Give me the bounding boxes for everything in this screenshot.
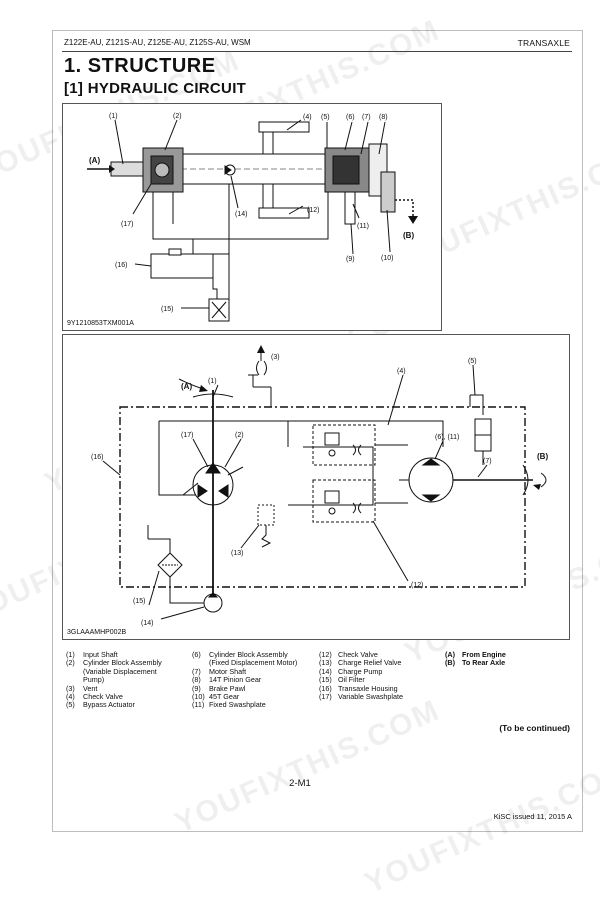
legend-item: (1)Input Shaft [66,650,118,659]
continued-note: (To be continued) [499,723,570,733]
fig2-label-b: (B) [537,452,548,461]
legend-col-4: (A)From Engine (B)To Rear Axle [445,650,506,668]
fig2-label-4: (4) [397,368,406,375]
legend-item: (3)Vent [66,683,98,693]
legend-item: (B)To Rear Axle [445,658,506,668]
fig1-label-4: (4) [303,114,312,121]
fig2-label-a: (A) [181,382,192,391]
header-rule [62,51,572,52]
page-number: 2-M1 [289,778,311,789]
fig1-label-8: (8) [379,114,388,121]
fig2-label-15: (15) [133,598,145,605]
fig1-label-11: (11) [357,223,369,230]
legend-item: (2)Cylinder Block Assembly (Variable Dis… [66,658,162,685]
figure-hydraulic-schematic-drawing: (1) (A) (3) (4) (5) (17) (2) (6), (11) (… [91,345,548,627]
fig2-label-13: (13) [231,550,243,557]
issued-note: KiSC issued 11, 2015 A [493,812,572,821]
fig2-label-7: (7) [483,458,492,465]
fig1-label-7: (7) [362,114,371,121]
fig1-label-15: (15) [161,306,173,313]
fig2-label-16: (16) [91,454,103,461]
legend-col-3: (12)Check Valve (13)Charge Relief Valve … [319,650,403,702]
figure1-code: 9Y1210853TXM001A [67,320,134,327]
fig2-label-12: (12) [411,582,423,589]
legend-item: (14)Charge Pump [319,666,383,676]
legend-item: (10)45T Gear [192,692,240,702]
fig1-label-10: (10) [381,255,393,262]
page-subtitle: [1] HYDRAULIC CIRCUIT [64,80,247,97]
fig2-label-6-11: (6), (11) [435,434,459,441]
legend-item: (9)Brake Pawl [192,683,246,693]
fig2-label-14: (14) [141,620,153,627]
fig2-label-17: (17) [181,432,193,439]
header-section: TRANSAXLE [517,38,570,48]
fig1-label-2: (2) [173,113,182,120]
legend-item: (12)Check Valve [319,650,378,659]
figure-hydraulic-schematic: (1) (A) (3) (4) (5) (17) (2) (6), (11) (… [62,334,570,640]
header-models: Z122E-AU, Z121S-AU, Z125E-AU, Z125S-AU, … [64,38,251,47]
fig1-label-14: (14) [235,211,247,218]
fig1-label-12: (12) [307,207,319,214]
fig2-label-1: (1) [208,378,217,385]
legend-item: (5)Bypass Actuator [66,700,135,710]
fig1-label-1: (1) [109,113,118,120]
legend-col-2: (6)Cylinder Block Assembly (Fixed Displa… [192,650,298,710]
legend-item: (15)Oil Filter [319,675,365,685]
fig2-label-2: (2) [235,432,244,439]
legend-item: (6)Cylinder Block Assembly (Fixed Displa… [192,650,298,668]
legend-item: (A)From Engine [445,650,506,659]
legend-item: (4)Check Valve [66,692,123,702]
legend-item: (13)Charge Relief Valve [319,658,402,668]
figure-hydraulic-section: (1) (2) (4) (5) (6) (7) (8) (A) (17) (14… [62,103,442,331]
legend-item: (8)14T Pinion Gear [192,675,262,685]
fig2-label-5: (5) [468,358,477,365]
figure-hydraulic-section-drawing: (1) (2) (4) (5) (6) (7) (8) (A) (17) (14… [87,113,418,322]
legend-item: (17)Variable Swashplate [319,692,403,702]
fig1-label-b: (B) [403,231,414,240]
fig2-label-3: (3) [271,354,280,361]
fig1-label-17: (17) [121,221,133,228]
legend-item: (11)Fixed Swashplate [192,700,266,710]
page-border [52,30,583,832]
legend-col-1: (1)Input Shaft (2)Cylinder Block Assembl… [66,650,162,710]
figure2-code: 3GLAAAMHP002B [67,629,127,636]
legend-item: (16)Transaxle Housing [319,683,398,693]
fig1-label-a: (A) [89,156,100,165]
fig1-label-5: (5) [321,114,330,121]
page-title: 1. STRUCTURE [64,55,216,77]
fig1-label-9: (9) [346,256,355,263]
fig1-label-16: (16) [115,262,127,269]
legend-item: (7)Motor Shaft [192,666,247,676]
fig1-label-6: (6) [346,114,355,121]
